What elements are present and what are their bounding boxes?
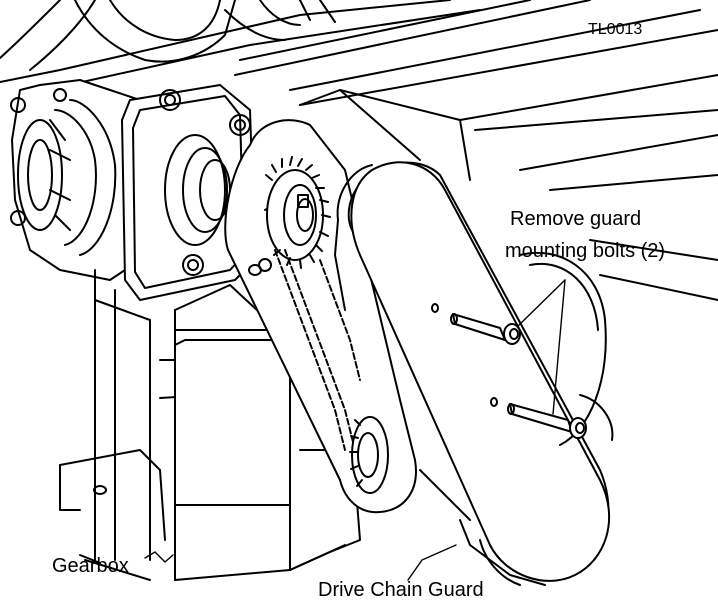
frame-rails — [54, 0, 718, 301]
bolts-callout-line1: Remove guard — [510, 208, 641, 230]
sprocket-chain — [265, 156, 389, 494]
side-frame — [59, 269, 211, 581]
gearbox-label: Gearbox — [52, 555, 129, 577]
drive-chain-guard-label: Drive Chain Guard — [318, 579, 484, 598]
bolt-leader-lower — [552, 279, 566, 415]
figure-id-code: TL0013 — [588, 21, 642, 38]
guard-bolt-lower — [490, 397, 587, 439]
left-coupling — [10, 79, 146, 281]
leader-lines — [144, 279, 566, 581]
bolts-callout-line2: mounting bolts (2) — [505, 240, 665, 262]
guard-leader — [407, 544, 457, 581]
bearing-flange — [121, 84, 256, 301]
gearbox-leader — [144, 551, 174, 563]
guard-bolt-upper — [431, 303, 521, 345]
chain-guard — [334, 161, 610, 586]
top-roller — [0, 0, 336, 83]
bolt-leader-upper — [517, 279, 566, 327]
